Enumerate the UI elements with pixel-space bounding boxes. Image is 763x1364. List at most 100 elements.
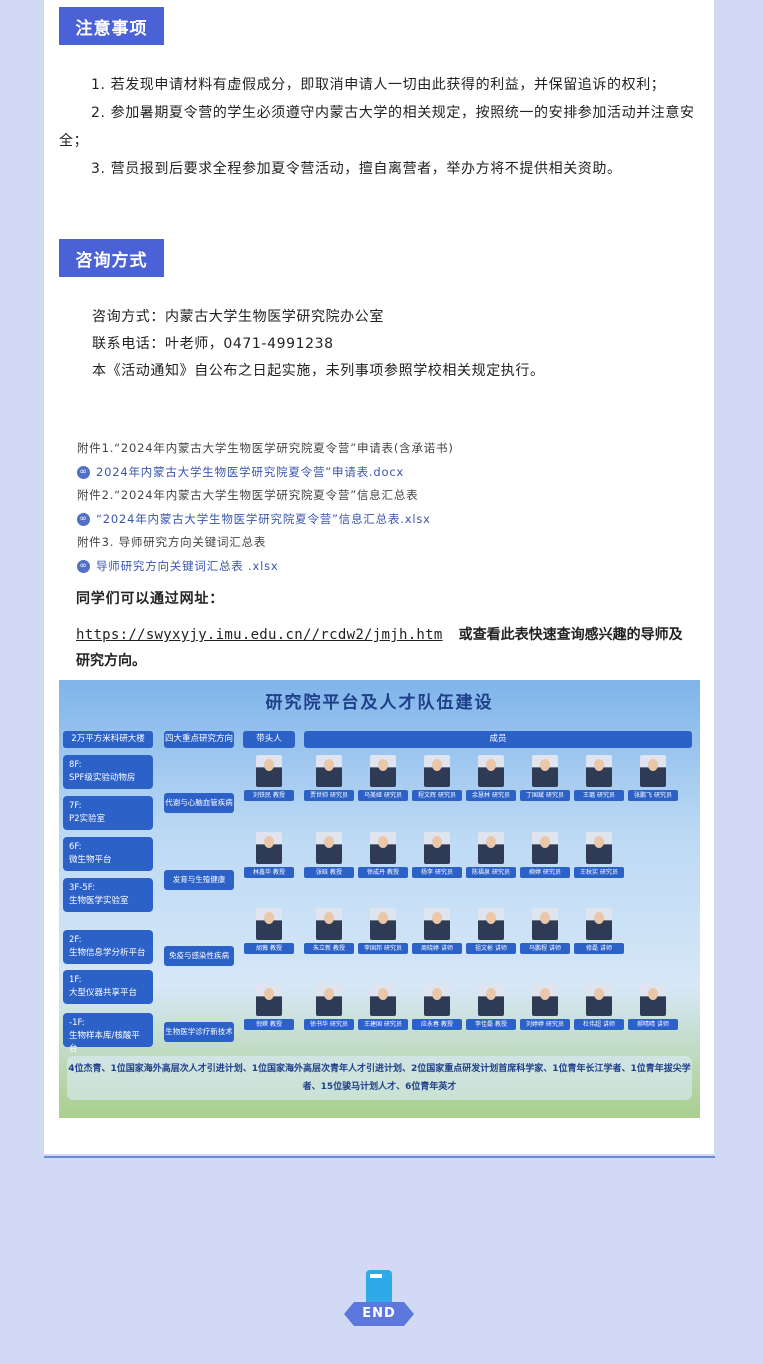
attachment-label: 附件3. 导师研究方向关键词汇总表 [77, 535, 267, 549]
person-name: 修磊 讲师 [574, 943, 624, 954]
attachment-label: 附件2.“2024年内蒙古大学生物医学研究院夏令营”信息汇总表 [77, 488, 419, 502]
floor-number: 6F: [69, 842, 82, 852]
poster-building-header: 2万平方米科研大楼 [63, 731, 153, 748]
poster-directions-header: 四大重点研究方向 [164, 731, 234, 748]
portrait-photo [316, 908, 342, 940]
portrait-photo [316, 755, 342, 787]
person-name: 程文辉 研究员 [412, 790, 462, 801]
poster-person: 王璐 研究员 [574, 755, 624, 801]
person-name: 丁国斌 研究员 [520, 790, 570, 801]
poster-person: 丁国斌 研究员 [520, 755, 570, 801]
portrait-photo [532, 755, 558, 787]
poster-floor: 8F:SPF级实验动物房 [63, 755, 153, 789]
portrait-photo [640, 755, 666, 787]
person-name: 余慧林 研究员 [466, 790, 516, 801]
notice-list: 1. 若发现申请材料有虚假成分，即取消申请人一切由此获得的利益，并保留追诉的权利… [59, 71, 699, 183]
portrait-photo [586, 908, 612, 940]
floor-name: 微生物平台 [69, 855, 112, 865]
poster-direction: 免疫与感染性疾病 [164, 946, 234, 966]
link-icon: ∞ [77, 465, 90, 479]
consult-phone: 联系电话：叶老师，0471-4991238 [92, 336, 334, 352]
notice-item: 3. 营员报到后要求全程参加夏令营活动，擅自离营者，举办方将不提供相关资助。 [91, 161, 622, 177]
person-name: 刘婷婷 研究员 [520, 1019, 570, 1030]
person-name: 徐书华 研究员 [304, 1019, 354, 1030]
consult-info: 咨询方式：内蒙古大学生物医学研究院办公室 联系电话：叶老师，0471-49912… [92, 304, 545, 385]
poster-floor: -1F: 生物样本库/核酸平台 [63, 1013, 153, 1054]
link-icon: ∞ [77, 512, 90, 526]
portrait-photo [316, 984, 342, 1016]
person-name: 朱立新 教授 [304, 943, 354, 954]
consult-office: 咨询方式：内蒙古大学生物医学研究院办公室 [92, 309, 384, 325]
portrait-photo [370, 755, 396, 787]
person-name: 王建国 研究员 [358, 1019, 408, 1030]
poster-person: 杜伟超 讲师 [574, 984, 624, 1030]
attachment-list: 附件1.“2024年内蒙古大学生物医学研究院夏令营”申请表(含承诺书) ∞ 202… [77, 437, 454, 578]
portrait-photo [532, 832, 558, 864]
floor-name: 大型仪器共享平台 [69, 988, 138, 998]
poster-title: 研究院平台及人才队伍建设 [265, 693, 494, 713]
floor-number: 1F: [69, 975, 82, 985]
portrait-photo [370, 832, 396, 864]
person-name: 柳婷 研究员 [520, 867, 570, 878]
person-name: 乌美娅 研究员 [358, 790, 408, 801]
visit-intro: 同学们可以通过网址： [76, 591, 224, 607]
person-name: 张晗 教授 [304, 867, 354, 878]
poster-person: 乌美娅 研究员 [358, 755, 408, 801]
poster-person: 杨李 研究员 [412, 832, 462, 878]
person-name: 杜伟超 讲师 [574, 1019, 624, 1030]
poster-person: 胡薇 教授 [244, 908, 294, 954]
poster-person: 张鹏飞 研究员 [628, 755, 678, 801]
poster-person: 刘铁民 教授 [244, 755, 294, 801]
person-name: 贾世帅 研究员 [304, 790, 354, 801]
poster-leader-header: 带头人 [243, 731, 295, 748]
person-name: 周晓婷 讲师 [412, 943, 462, 954]
end-badge: END [344, 1270, 416, 1334]
person-name: 祖文彬 讲师 [466, 943, 516, 954]
notice-item: 1. 若发现申请材料有虚假成分，即取消申请人一切由此获得的利益，并保留追诉的权利… [91, 77, 666, 93]
attachment-link-1[interactable]: ∞ 2024年内蒙古大学生物医学研究院夏令营”申请表.docx [77, 461, 454, 485]
portrait-photo [256, 832, 282, 864]
portrait-photo [586, 832, 612, 864]
poster-footer: 4位杰青、1位国家海外高层次人才引进计划、1位国家海外高层次青年人才引进计划、2… [67, 1056, 692, 1100]
floor-number: 7F: [69, 801, 82, 811]
floor-name: 生物样本库/核酸平台 [69, 1031, 140, 1054]
attachment-file: 2024年内蒙古大学生物医学研究院夏令营”申请表.docx [96, 464, 405, 479]
poster-person: 修磊 讲师 [574, 908, 624, 954]
portrait-photo [256, 755, 282, 787]
portrait-photo [478, 755, 504, 787]
poster-floor: 2F:生物信息学分析平台 [63, 930, 153, 964]
poster-floor: 1F: 大型仪器共享平台 [63, 970, 153, 1004]
poster-members-header: 成员 [304, 731, 692, 748]
poster-person: 周晓婷 讲师 [412, 908, 462, 954]
person-name: 胡薇 教授 [244, 943, 294, 954]
person-name: 王秋实 研究员 [574, 867, 624, 878]
attachment-link-3[interactable]: ∞导师研究方向关键词汇总表 .xlsx [77, 555, 454, 579]
poster-person: 倪嵘 教授 [244, 984, 294, 1030]
portrait-photo [586, 755, 612, 787]
portrait-photo [424, 832, 450, 864]
portrait-photo [478, 908, 504, 940]
floor-number: 3F-5F: [69, 883, 95, 893]
person-name: 李国邦 研究员 [358, 943, 408, 954]
person-name: 马鹏程 讲师 [520, 943, 570, 954]
poster-person: 余慧林 研究员 [466, 755, 516, 801]
portrait-photo [256, 984, 282, 1016]
attachment-link-2[interactable]: ∞“2024年内蒙古大学生物医学研究院夏令营”信息汇总表.xlsx [77, 508, 454, 532]
person-name: 李佳磊 教授 [466, 1019, 516, 1030]
poster-direction: 生物医学诊疗新技术 [164, 1022, 234, 1042]
person-name: 张鹏飞 研究员 [628, 790, 678, 801]
notice-item: 2. 参加暑期夏令营的学生必须遵守内蒙古大学的相关规定，按照统一的安排参加活动并… [59, 105, 695, 149]
tutor-url-link[interactable]: https://swyxyjy.imu.edu.cn//rcdw2/jmjh.h… [76, 627, 443, 643]
floor-number: -1F: [69, 1018, 85, 1028]
notice-heading: 注意事项 [59, 7, 164, 45]
poster-person: 李国邦 研究员 [358, 908, 408, 954]
portrait-photo [256, 908, 282, 940]
consult-note: 本《活动通知》自公布之日起实施，未列事项参照学校相关规定执行。 [92, 363, 545, 379]
person-name: 倪嵘 教授 [244, 1019, 294, 1030]
portrait-photo [316, 832, 342, 864]
floor-name: 生物医学实验室 [69, 896, 129, 906]
portrait-photo [424, 908, 450, 940]
attachment-label: 附件1.“2024年内蒙古大学生物医学研究院夏令营”申请表(含承诺书) [77, 441, 454, 455]
consult-heading: 咨询方式 [59, 239, 164, 277]
portrait-photo [478, 832, 504, 864]
